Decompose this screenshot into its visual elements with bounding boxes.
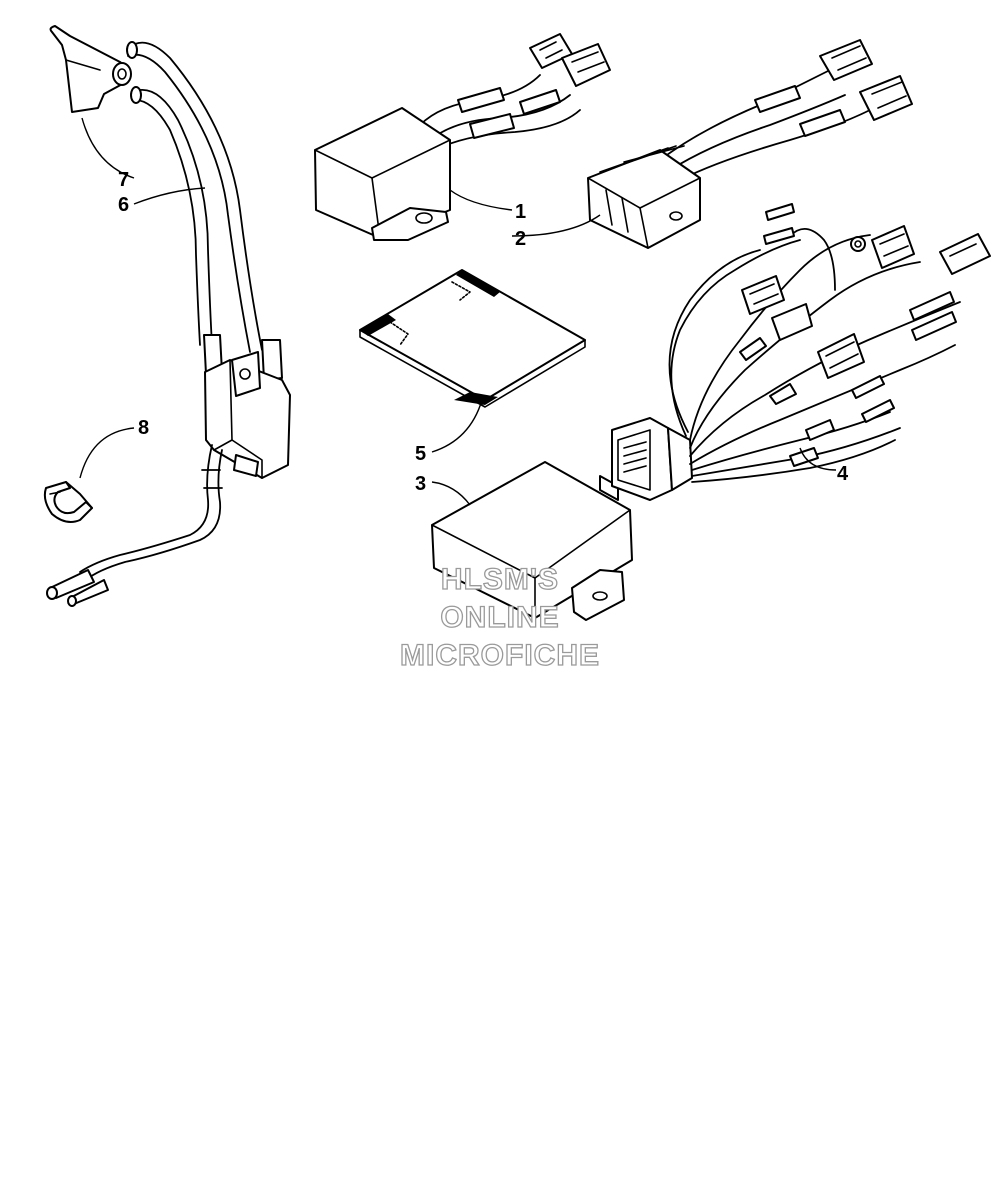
control-module[interactable] bbox=[431, 461, 633, 621]
leader-lines bbox=[79, 117, 837, 506]
watermark-line-3: MICROFICHE bbox=[400, 639, 600, 672]
watermark: HLSM'S ONLINE MICROFICHE bbox=[399, 562, 600, 672]
callout-5: 5 bbox=[415, 443, 426, 465]
cdi-box[interactable] bbox=[314, 33, 611, 241]
callout-1: 1 bbox=[515, 201, 526, 223]
callout-4: 4 bbox=[837, 463, 849, 485]
main-wiring-harness[interactable] bbox=[611, 203, 991, 501]
callout-2: 2 bbox=[515, 228, 526, 250]
adhesive-pad[interactable] bbox=[359, 269, 586, 408]
voltage-regulator[interactable] bbox=[587, 39, 913, 249]
callout-8: 8 bbox=[138, 417, 149, 439]
wire-clip[interactable] bbox=[43, 481, 93, 523]
callout-labels: 1 2 3 4 5 6 7 8 bbox=[118, 169, 849, 495]
ignition-coil[interactable] bbox=[46, 41, 291, 607]
callout-7: 7 bbox=[118, 169, 129, 191]
watermark-line-1: HLSM'S bbox=[441, 563, 559, 596]
watermark-line-2: ONLINE bbox=[440, 601, 559, 634]
callout-3: 3 bbox=[415, 473, 426, 495]
spark-plug-cap[interactable] bbox=[49, 25, 132, 113]
callout-6: 6 bbox=[118, 194, 129, 216]
